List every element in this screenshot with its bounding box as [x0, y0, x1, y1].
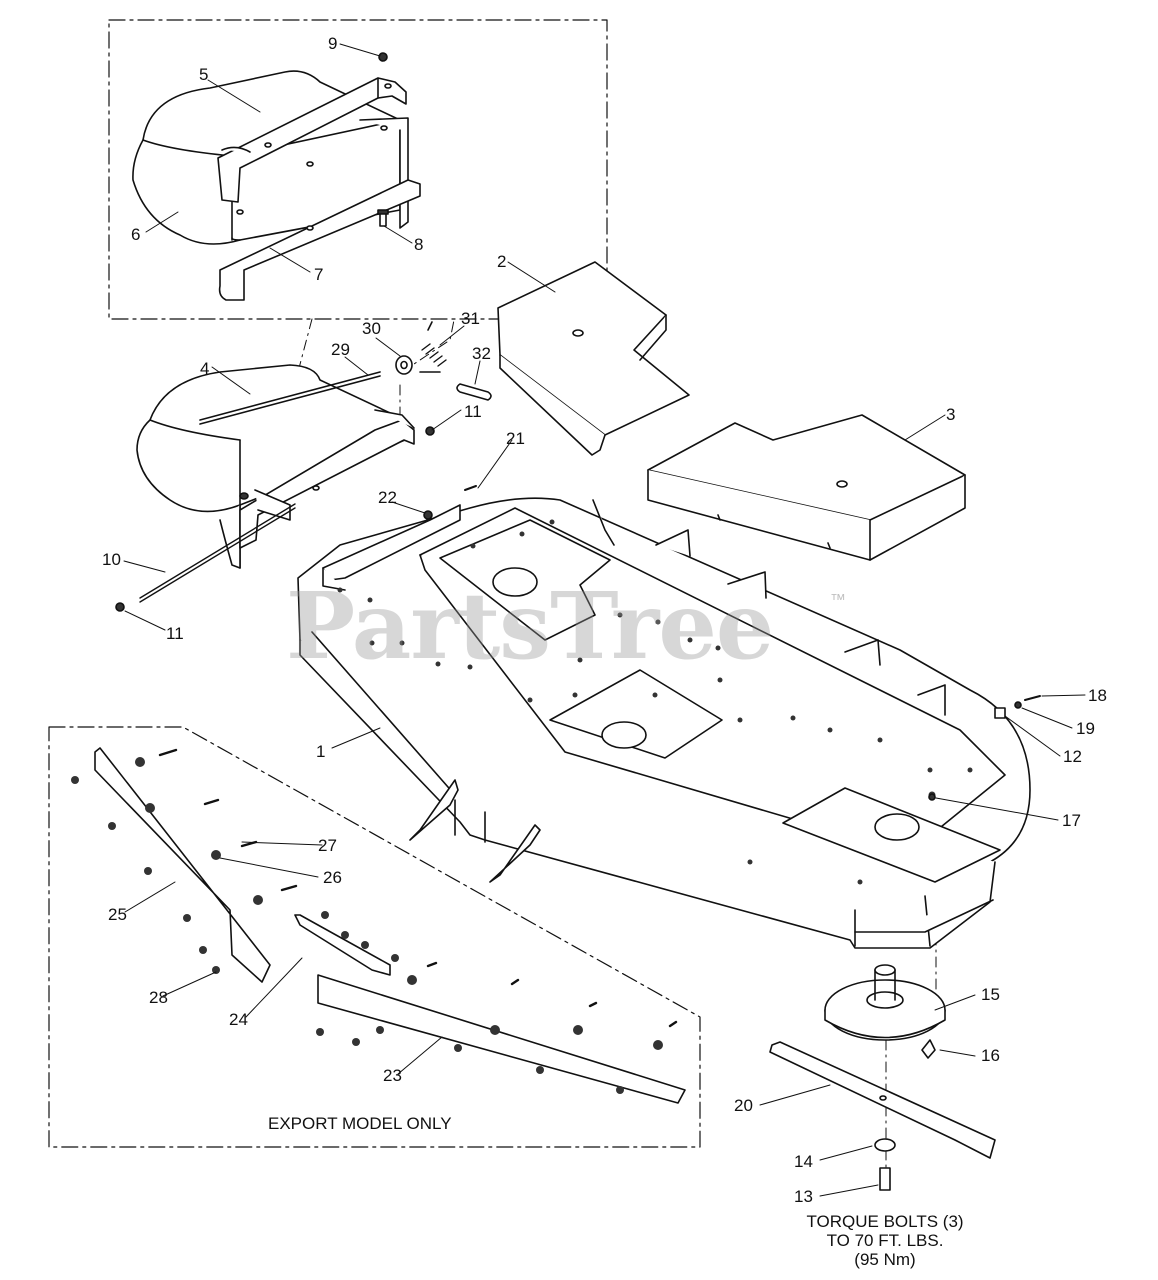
- callout-23: 23: [383, 1066, 402, 1085]
- callout-32: 32: [472, 344, 491, 363]
- callout-6: 6: [131, 225, 141, 244]
- callout-29: 29: [331, 340, 350, 359]
- spindle-blade-assembly: [769, 964, 996, 1191]
- deflector-mounted: [115, 321, 492, 612]
- torque-note: TORQUE BOLTS (3) TO 70 FT. LBS. (95 Nm): [790, 1212, 980, 1269]
- torque-note-line-3: (95 Nm): [854, 1250, 916, 1269]
- callout-2: 2: [497, 252, 507, 271]
- leader-lines: [123, 43, 1086, 1197]
- callout-18: 18: [1088, 686, 1107, 705]
- callout-9: 9: [328, 34, 338, 53]
- callout-12: 12: [1063, 747, 1082, 766]
- callout-26: 26: [323, 868, 342, 887]
- callout-22: 22: [378, 488, 397, 507]
- belt-cover-right: [647, 414, 966, 561]
- export-model-box: [48, 726, 701, 1148]
- callout-17: 17: [1062, 811, 1081, 830]
- callout-4: 4: [200, 359, 210, 378]
- callout-19: 19: [1076, 719, 1095, 738]
- callout-14: 14: [794, 1152, 813, 1171]
- callout-11a: 11: [464, 402, 482, 421]
- callout-5: 5: [199, 65, 209, 84]
- callout-27: 27: [318, 836, 337, 855]
- deflector-assembly-detail: [132, 52, 421, 301]
- torque-note-line-2: TO 70 FT. LBS.: [826, 1231, 944, 1250]
- mower-deck: [297, 485, 1041, 949]
- callout-1: 1: [316, 742, 326, 761]
- callout-13: 13: [794, 1187, 813, 1206]
- watermark-trademark: ™: [830, 592, 846, 609]
- callout-7: 7: [314, 265, 324, 284]
- callout-21: 21: [506, 429, 525, 448]
- callout-3: 3: [946, 405, 956, 424]
- callout-10: 10: [102, 550, 121, 569]
- callout-11b: 11: [166, 624, 184, 643]
- export-model-note: EXPORT MODEL ONLY: [268, 1114, 452, 1133]
- belt-cover-left: [497, 261, 690, 456]
- callout-31: 31: [461, 309, 480, 328]
- callout-8: 8: [414, 235, 424, 254]
- export-baffle-parts: [71, 747, 686, 1104]
- callout-25: 25: [108, 905, 127, 924]
- callout-28: 28: [149, 988, 168, 1007]
- callout-24: 24: [229, 1010, 248, 1029]
- torque-note-line-1: TORQUE BOLTS (3): [806, 1212, 964, 1231]
- callout-30: 30: [362, 319, 381, 338]
- callout-16: 16: [981, 1046, 1000, 1065]
- watermark: PartsTree: [286, 572, 774, 680]
- callout-15: 15: [981, 985, 1000, 1004]
- detail-box-top: [108, 19, 608, 320]
- callout-20: 20: [734, 1096, 753, 1115]
